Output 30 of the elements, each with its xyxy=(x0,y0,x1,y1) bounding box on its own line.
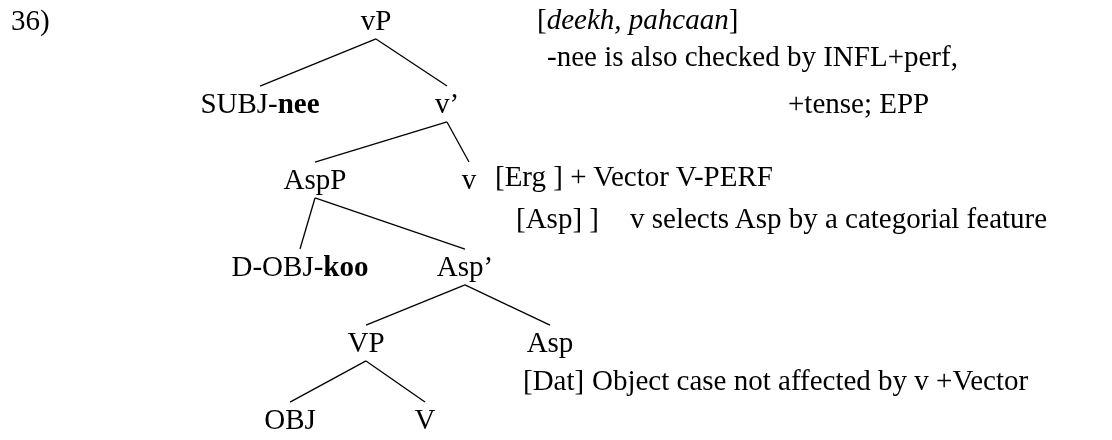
tree-node-label: AspP xyxy=(283,164,347,196)
annotation-text: [deekh, pahcaan] xyxy=(537,4,739,36)
tree-branch xyxy=(289,360,367,403)
tree-node-label: D-OBJ-koo xyxy=(231,251,369,283)
tree-branch xyxy=(314,197,466,250)
annotation-text: v selects Asp by a categorial feature xyxy=(630,203,1048,235)
annotation-text: [Erg ] + Vector V-PERF xyxy=(495,161,773,193)
annotation-text: [Asp] ] xyxy=(516,203,599,235)
tree-node-label: v’ xyxy=(434,88,460,120)
tree-branch xyxy=(446,121,470,163)
tree-branch xyxy=(365,284,466,326)
tree-node-label: OBJ xyxy=(264,404,316,436)
example-number: 36) xyxy=(11,5,50,37)
tree-node-label: v xyxy=(461,164,477,196)
tree-branch xyxy=(259,38,377,87)
tree-node-label: VP xyxy=(347,327,385,359)
tree-node-label: vP xyxy=(360,5,392,37)
tree-branch xyxy=(375,38,448,87)
tree-branch xyxy=(464,284,551,326)
annotation-text: +tense; EPP xyxy=(788,88,930,120)
tree-branch xyxy=(314,121,448,163)
annotation-text: -nee is also checked by INFL+perf, xyxy=(547,41,958,73)
annotation-text: Object case not affected by v +Vector xyxy=(592,365,1029,397)
tree-node-label: Asp’ xyxy=(436,251,494,283)
annotation-text: [Dat] xyxy=(523,365,585,397)
tree-branch xyxy=(365,360,426,403)
tree-branch xyxy=(299,197,316,250)
tree-node-label: Asp xyxy=(526,327,574,359)
tree-node-label: V xyxy=(414,404,436,436)
tree-node-label: SUBJ-nee xyxy=(200,88,320,120)
